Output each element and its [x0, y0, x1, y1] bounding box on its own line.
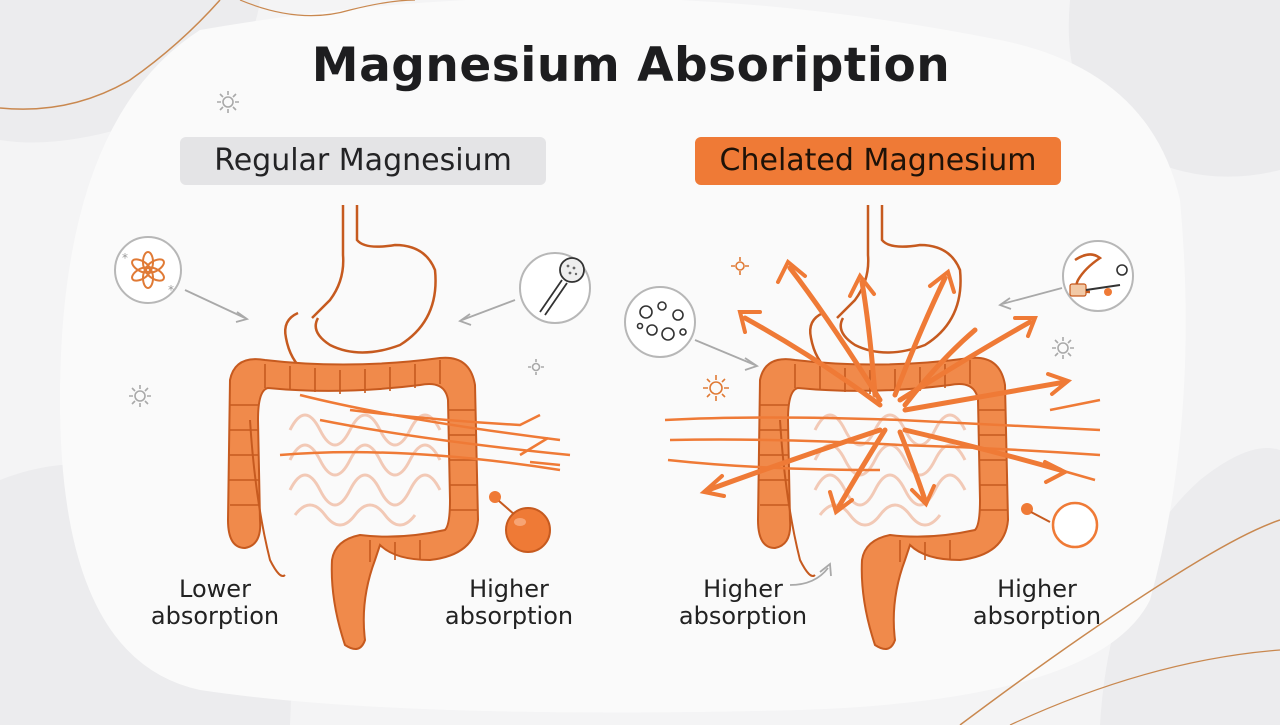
chelated-radiating-arrows [699, 258, 1073, 516]
chelated-magnesium-heading: Chelated Magnesium [695, 137, 1061, 185]
chelated-absorption-lines [664, 398, 1101, 482]
molecule-bead-icon [1021, 501, 1099, 549]
svg-text:*: * [122, 251, 128, 265]
regular-large-intestine [226, 356, 480, 650]
capillary-icon [1062, 240, 1134, 312]
regular-absorption-lines [279, 393, 571, 472]
svg-text:*: * [168, 283, 174, 297]
label-line-1: Higher [469, 575, 549, 603]
label-line-2: absorption [444, 602, 574, 630]
sparkle-icon [129, 91, 544, 407]
label-line-1: Higher [703, 575, 783, 603]
sparkle-icon [1052, 337, 1074, 359]
sparkle-icon [703, 257, 749, 401]
regular-magnesium-heading: Regular Magnesium [180, 137, 546, 185]
chelated-large-intestine [756, 356, 1010, 650]
label-line-1: Lower [179, 575, 251, 603]
label-line-2: absorption [678, 602, 808, 630]
dissolving-pill-icon: * * [114, 236, 182, 304]
chelated-arrows [694, 287, 1063, 586]
label-line-1: Higher [997, 575, 1077, 603]
label-line-2: absorption [972, 602, 1102, 630]
label-line-2: absorption [150, 602, 280, 630]
bubbles-icon [624, 286, 696, 358]
regular-arrows [184, 289, 516, 326]
molecule-bead-icon [489, 491, 551, 553]
page-title: Magnesium Absoription [311, 38, 951, 93]
magnifier-icon [519, 252, 591, 324]
regular-small-intestine [288, 413, 442, 527]
